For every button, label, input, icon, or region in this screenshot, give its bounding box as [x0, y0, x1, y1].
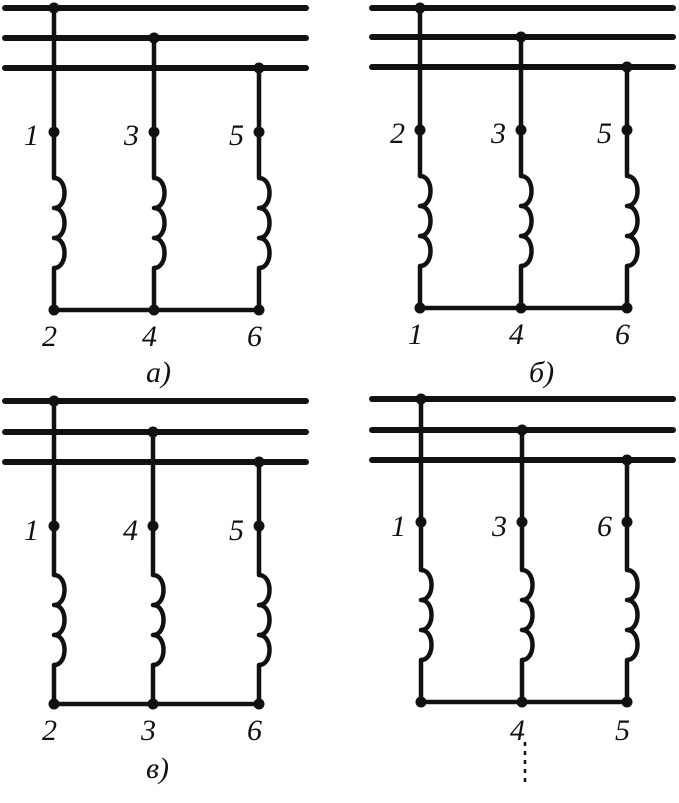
winding-coil: [417, 173, 433, 269]
top-terminal-label: 6: [597, 510, 612, 543]
bottom-terminal-label: 2: [42, 714, 57, 747]
bus-junction-dot: [414, 2, 426, 14]
bottom-terminal-label: 6: [247, 320, 262, 353]
bottom-terminal-label: 3: [140, 714, 156, 747]
bus-junction-dot: [516, 424, 528, 436]
top-terminal-label: 5: [597, 117, 612, 150]
top-terminal-label: 3: [490, 117, 506, 150]
top-terminal-label: 5: [229, 119, 244, 152]
winding-coil: [51, 572, 67, 668]
top-terminal-label: 1: [24, 514, 39, 547]
winding-coil: [256, 175, 272, 271]
top-terminal-label: 1: [24, 119, 39, 152]
winding-coil: [151, 175, 167, 271]
top-terminal-dot: [414, 124, 426, 136]
diagram-b: 2 1 3 4 5 6 б): [369, 2, 676, 389]
bottom-terminal-label: 1: [408, 318, 423, 351]
top-terminal-dot: [48, 126, 60, 138]
top-terminal-dot: [415, 516, 427, 528]
bottom-terminal-label: 2: [42, 320, 57, 353]
bus-junction-dot: [148, 32, 160, 44]
top-terminal-label: 3: [123, 119, 139, 152]
diagram-g: 1 3 4 6 5: [369, 393, 676, 747]
bus-junction-dot: [515, 31, 527, 43]
bus-junction-dot: [147, 426, 159, 438]
top-terminal-dot: [253, 520, 265, 532]
bottom-terminal-label: 4: [142, 320, 157, 353]
bus-junction-dot: [621, 454, 633, 466]
top-terminal-label: 1: [391, 510, 406, 543]
bus-junction-dot: [621, 61, 633, 73]
bottom-terminal-label: 6: [247, 714, 262, 747]
bus-junction-dot: [48, 2, 60, 14]
winding-coil: [150, 572, 166, 668]
top-terminal-label: 4: [123, 514, 138, 547]
bus-junction-dot: [48, 395, 60, 407]
winding-coil: [519, 567, 535, 663]
diagram-caption: б): [529, 356, 554, 389]
top-terminal-dot: [48, 520, 60, 532]
bus-junction-dot: [253, 456, 265, 468]
diagram-a: 1 2 3 4 5 6 а): [2, 2, 309, 389]
top-terminal-dot: [621, 516, 633, 528]
winding-coil: [51, 175, 67, 271]
top-terminal-label: 3: [491, 510, 507, 543]
bottom-terminal-label: 5: [615, 714, 630, 747]
top-terminal-dot: [148, 126, 160, 138]
winding-coil: [624, 173, 640, 269]
diagram-caption: а): [146, 356, 171, 389]
top-terminal-dot: [621, 124, 633, 136]
top-terminal-dot: [516, 516, 528, 528]
winding-coil: [518, 173, 534, 269]
top-terminal-label: 2: [390, 117, 405, 150]
top-terminal-dot: [515, 124, 527, 136]
winding-coil: [624, 567, 640, 663]
top-terminal-label: 5: [229, 514, 244, 547]
winding-coil: [256, 572, 272, 668]
diagram-v: 1 2 4 3 5 6 в): [2, 395, 309, 785]
bus-junction-dot: [415, 393, 427, 405]
bus-junction-dot: [253, 62, 265, 74]
top-terminal-dot: [147, 520, 159, 532]
top-terminal-dot: [253, 126, 265, 138]
bottom-terminal-label: 4: [510, 714, 525, 747]
bottom-terminal-label: 6: [615, 318, 630, 351]
bottom-terminal-label: 4: [509, 318, 524, 351]
diagram-caption: в): [146, 752, 169, 785]
winding-coil: [418, 567, 434, 663]
